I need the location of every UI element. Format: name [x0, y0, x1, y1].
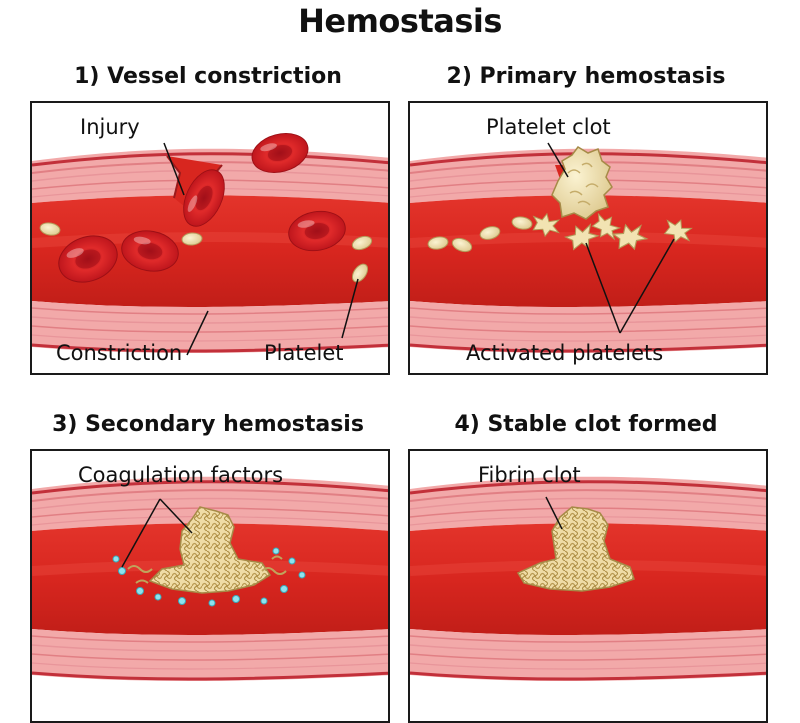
panel-3-heading: 3) Secondary hemostasis: [52, 412, 364, 437]
page-title: Hemostasis: [298, 2, 502, 40]
coagulation-factor-icon: [112, 547, 306, 607]
label-platelet: Platelet: [264, 341, 344, 365]
label-activated-platelets: Activated platelets: [466, 341, 664, 365]
label-platelet-clot: Platelet clot: [486, 115, 611, 139]
clot-icon: [148, 506, 272, 594]
panel-1-heading: 1) Vessel constriction: [74, 64, 342, 89]
secondary-hemostasis-illustration: [32, 451, 388, 689]
panel-4-heading: 4) Stable clot formed: [454, 412, 718, 437]
label-fibrin-clot: Fibrin clot: [478, 463, 581, 487]
label-coagulation-factors: Coagulation factors: [78, 463, 284, 487]
label-injury: Injury: [80, 115, 140, 139]
label-constriction: Constriction: [56, 341, 183, 365]
platelet-clot-icon: [551, 146, 613, 220]
fibrin-clot-icon: [516, 506, 635, 592]
panel-secondary-hemostasis: Coagulation factors: [30, 449, 390, 723]
primary-hemostasis-illustration: [410, 142, 766, 373]
panel-primary-hemostasis: Platelet clot Activated platelets: [408, 101, 768, 375]
vessel-constriction-illustration: [32, 127, 388, 373]
stable-clot-illustration: [410, 451, 766, 689]
panel-2-heading: 2) Primary hemostasis: [446, 64, 726, 89]
panel-vessel-constriction: Injury Constriction Platelet: [30, 101, 390, 375]
panel-stable-clot: Fibrin clot: [408, 449, 768, 723]
